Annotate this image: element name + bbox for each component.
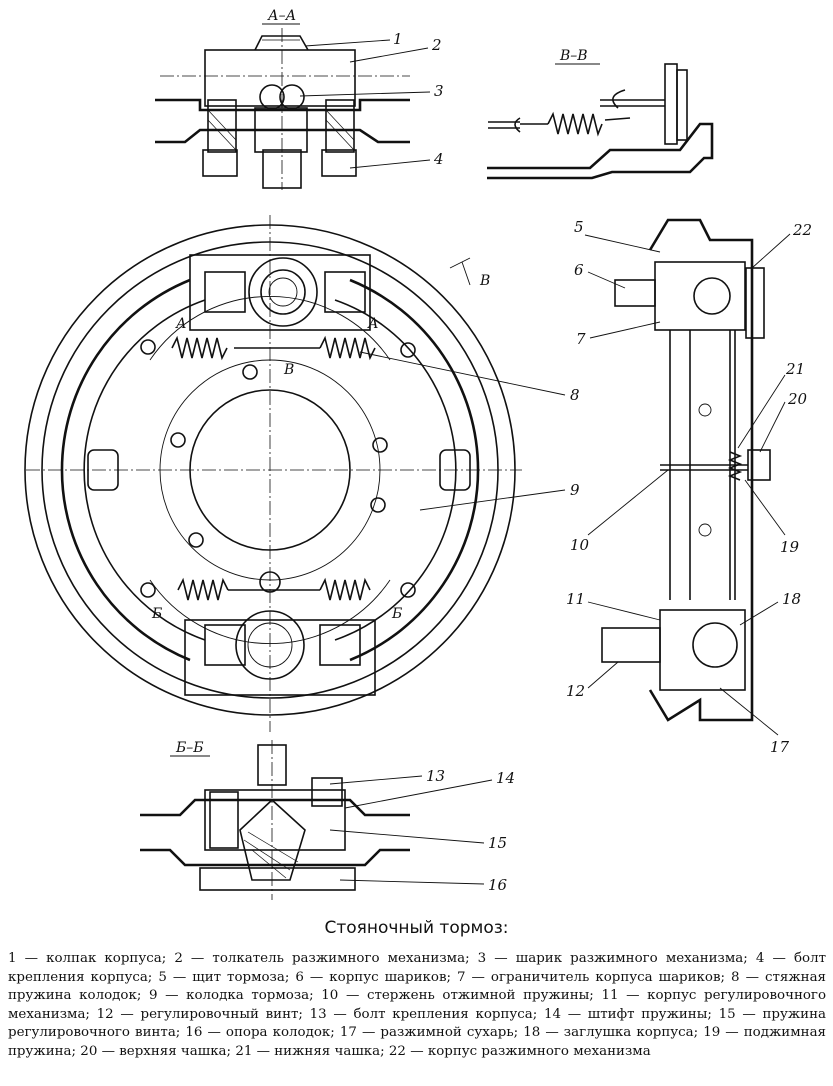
legend-item-16: 16 — опора колодок;	[185, 1025, 340, 1040]
legend-item-8: 8 — стяжная пружина колодок;	[8, 969, 826, 1004]
legend-item-7: 7 — ограничитель корпуса шариков;	[457, 969, 732, 985]
figure-legend: 1 — колпак корпуса; 2 — толкатель разжим…	[8, 950, 826, 1061]
mark-b-left: Б	[151, 606, 162, 622]
section-v-v-view: В–В	[487, 48, 714, 180]
legend-item-19: 19 — поджимная пружина;	[8, 1025, 826, 1059]
callout-8: 8	[570, 386, 580, 404]
parking-brake-drawing: А–А 1 2 3 4 В–В	[24, 8, 812, 900]
legend-item-4: 4 — болт крепления корпуса;	[8, 951, 827, 985]
callout-13: 13	[426, 767, 445, 785]
mark-v-center: В	[283, 362, 294, 378]
legend-item-1: 1 — колпак корпуса;	[8, 951, 175, 966]
callout-17: 17	[770, 738, 790, 756]
mark-a-left: А	[175, 316, 187, 332]
callout-6: 6	[574, 261, 584, 279]
legend-item-2: 2 — толкатель разжимного механизма;	[174, 951, 478, 966]
figure-caption: Стояночный тормоз:	[324, 918, 509, 938]
callout-18: 18	[782, 590, 801, 608]
callout-1: 1	[393, 30, 403, 48]
callout-14: 14	[496, 769, 515, 787]
callout-12: 12	[566, 682, 585, 700]
callout-10: 10	[570, 536, 590, 554]
callout-3: 3	[434, 82, 444, 100]
mark-a-right: А	[367, 316, 379, 332]
legend-item-20: 20 — верхняя чашка;	[80, 1043, 236, 1059]
legend-item-15: 15 — пружина регулировочного винта;	[8, 1006, 826, 1041]
callout-2: 2	[431, 36, 442, 54]
legend-item-11: 11 — корпус регулировочного механизма;	[8, 988, 827, 1022]
legend-item-14: 14 — штифт пружины;	[543, 1006, 719, 1022]
brake-side-section: 5 6 7 22 21 20 10 19 11 18 12 17	[566, 218, 812, 756]
legend-item-5: 5 — щит тормоза;	[158, 969, 296, 985]
section-a-a-title: А–А	[267, 8, 296, 24]
callout-21: 21	[785, 360, 805, 378]
section-a-a-view: А–А 1 2 3 4	[155, 8, 444, 190]
section-b-b-title: Б–Б	[175, 740, 204, 756]
legend-item-3: 3 — шарик разжимного механизма;	[477, 951, 756, 966]
callout-4: 4	[433, 150, 444, 168]
callout-16: 16	[488, 876, 508, 894]
callout-7: 7	[576, 330, 586, 348]
legend-item-17: 17 — разжимной сухарь;	[339, 1025, 524, 1040]
legend-item-21: 21 — нижняя чашка;	[235, 1043, 389, 1059]
callout-9: 9	[570, 481, 580, 499]
brake-front-view: А А Б Б В В 8 9	[24, 215, 580, 732]
mark-v-arrow: В	[479, 273, 490, 289]
legend-item-6: 6 — корпус шариков;	[295, 969, 458, 985]
legend-item-22: 22 — корпус разжимного механизма	[388, 1043, 651, 1059]
mark-b-right: Б	[391, 606, 402, 622]
callout-5: 5	[574, 218, 584, 236]
legend-item-18: 18 — заглушка корпуса;	[523, 1025, 704, 1040]
callout-15: 15	[488, 834, 507, 852]
callout-20: 20	[787, 390, 808, 408]
callout-22: 22	[792, 221, 812, 239]
section-v-v-title: В–В	[559, 48, 588, 64]
legend-item-9: 9 — колодка тормоза;	[148, 988, 322, 1003]
section-b-b-view: Б–Б 13 14 15 16	[140, 740, 515, 900]
callout-11: 11	[566, 590, 585, 608]
legend-item-10: 10 — стержень отжимной пружины;	[321, 988, 602, 1003]
callout-19: 19	[780, 538, 800, 556]
legend-item-13: 13 — болт крепления корпуса;	[309, 1006, 544, 1022]
legend-item-12: 12 — регулировочный винт;	[96, 1006, 310, 1022]
